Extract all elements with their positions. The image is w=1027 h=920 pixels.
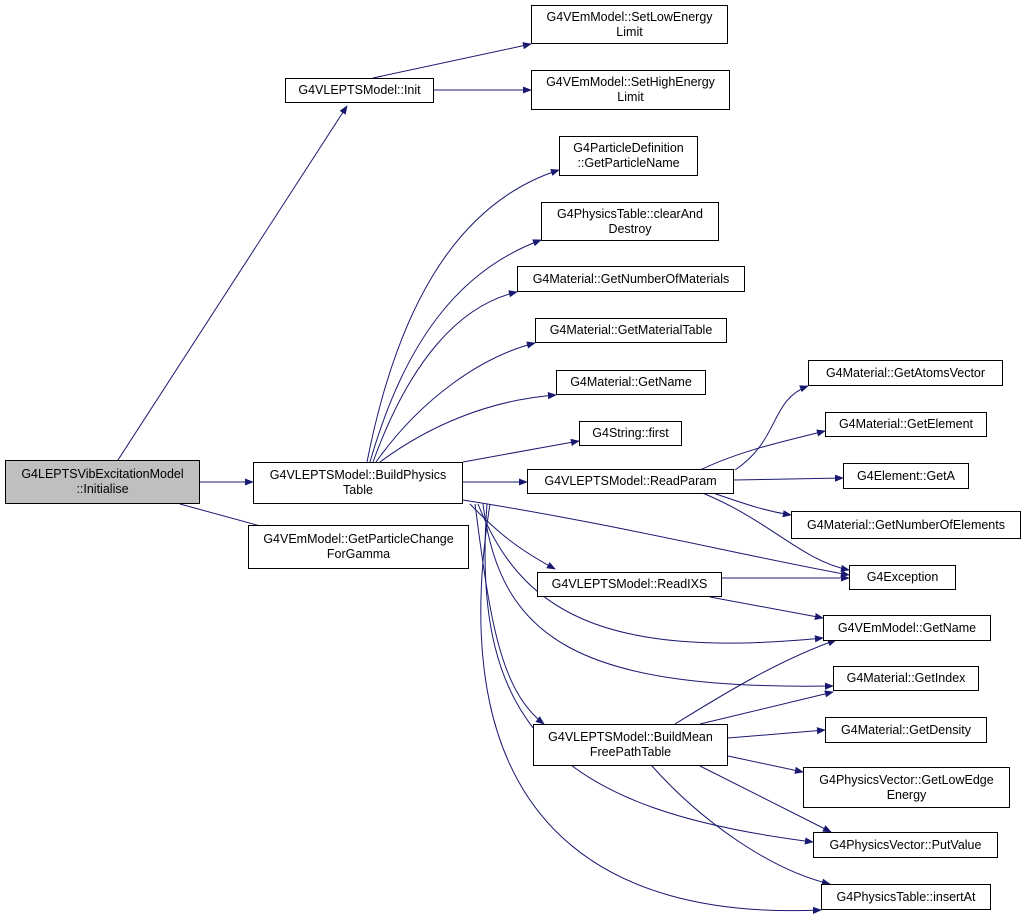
edge-bmf-putvalue: [699, 765, 832, 833]
edge-readparam-exception: [699, 491, 850, 572]
edge-bmf-insertat: [651, 765, 831, 886]
node-get-number-of-elements[interactable]: G4Material::GetNumberOfElements: [791, 511, 1021, 539]
edge-bpt-matgetname: [379, 392, 557, 463]
edge-bpt-readixs: [469, 503, 556, 570]
node-root-initialise: G4LEPTSVibExcitationModel ::Initialise: [5, 460, 200, 504]
node-get-particle-name[interactable]: G4ParticleDefinition ::GetParticleName: [559, 136, 698, 176]
node-clear-and-destroy[interactable]: G4PhysicsTable::clearAnd Destroy: [541, 202, 719, 241]
edge-bmf-getlowedge: [727, 755, 804, 774]
edge-bpt-insertat: [480, 503, 822, 914]
edge-bpt-putvalue: [484, 503, 814, 845]
node-set-high-energy-limit[interactable]: G4VEmModel::SetHighEnergy Limit: [531, 70, 730, 110]
edge-bpt-getparticlename: [366, 169, 560, 463]
node-string-first[interactable]: G4String::first: [579, 421, 682, 446]
node-read-param[interactable]: G4VLEPTSModel::ReadParam: [527, 469, 734, 494]
edge-bpt-emgetname: [477, 503, 824, 644]
edge-root-init: [117, 105, 348, 461]
edge-readparam-getelement: [695, 429, 826, 473]
edge-readparam-getnumelements: [709, 491, 792, 518]
node-build-physics-table[interactable]: G4VLEPTSModel::BuildPhysics Table: [253, 462, 463, 504]
node-put-value[interactable]: G4PhysicsVector::PutValue: [813, 832, 998, 858]
edge-init-setlow: [372, 42, 532, 79]
node-get-low-edge-energy[interactable]: G4PhysicsVector::GetLowEdge Energy: [803, 767, 1010, 808]
node-get-material-table[interactable]: G4Material::GetMaterialTable: [535, 318, 727, 343]
edge-bpt-getmaterialtable: [375, 341, 536, 463]
node-insert-at[interactable]: G4PhysicsTable::insertAt: [821, 884, 991, 910]
edge-readixs-emgetname: [709, 596, 824, 621]
edge-bpt-getindex: [482, 503, 834, 690]
edge-bmf-getindex: [699, 690, 834, 725]
node-get-particle-change-for-gamma[interactable]: G4VEmModel::GetParticleChange ForGamma: [248, 525, 469, 569]
edge-bpt-buildmeanfree: [474, 503, 545, 725]
node-get-element[interactable]: G4Material::GetElement: [825, 412, 987, 437]
node-get-atoms-vector[interactable]: G4Material::GetAtomsVector: [808, 360, 1003, 386]
node-get-index[interactable]: G4Material::GetIndex: [833, 666, 979, 691]
node-get-density[interactable]: G4Material::GetDensity: [825, 717, 987, 743]
node-init[interactable]: G4VLEPTSModel::Init: [285, 78, 434, 103]
node-material-get-name[interactable]: G4Material::GetName: [556, 370, 706, 395]
node-build-mean-free-path-table[interactable]: G4VLEPTSModel::BuildMean FreePathTable: [533, 724, 728, 766]
node-get-number-of-materials[interactable]: G4Material::GetNumberOfMaterials: [517, 266, 745, 292]
node-element-get-a[interactable]: G4Element::GetA: [843, 463, 969, 489]
edge-readparam-elementgeta: [733, 474, 844, 482]
edge-bmf-emgetname: [674, 639, 837, 725]
edge-bpt-clearanddestroy: [369, 239, 542, 463]
edge-bpt-getnummaterials: [372, 290, 518, 463]
edge-bpt-exception: [462, 499, 850, 578]
node-set-low-energy-limit[interactable]: G4VEmModel::SetLowEnergy Limit: [531, 5, 728, 44]
edge-bmf-getdensity: [727, 727, 826, 739]
edge-bpt-stringfirst: [462, 438, 580, 463]
node-exception[interactable]: G4Exception: [849, 565, 956, 590]
edge-readparam-getatomsvector: [734, 385, 809, 471]
node-read-ixs[interactable]: G4VLEPTSModel::ReadIXS: [537, 572, 722, 597]
node-em-get-name[interactable]: G4VEmModel::GetName: [823, 615, 991, 641]
